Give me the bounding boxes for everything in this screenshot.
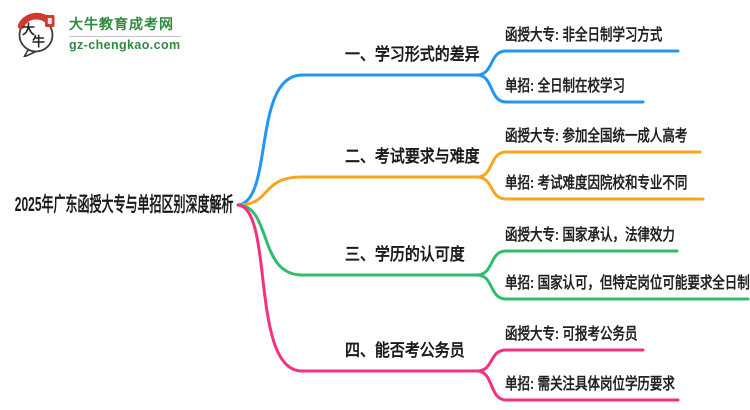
branch-3-child-1-label[interactable]: 函授大专: 国家承认，法律效力 <box>505 227 675 244</box>
branch-1-label[interactable]: 一、学习形式的差异 <box>345 45 480 64</box>
branch-1-child-1-label[interactable]: 函授大专: 非全日制学习方式 <box>505 27 663 44</box>
logo-divider <box>69 36 181 37</box>
branch-2-child-1-label[interactable]: 函授大专: 参加全国统一成人高考 <box>505 128 688 145</box>
branch-3-child-2-label[interactable]: 单招: 国家认可，但特定岗位可能要求全日制 <box>505 275 750 292</box>
logo-seal-glyph <box>47 18 52 24</box>
branch-4-child-2-label[interactable]: 单招: 需关注具体岗位学历要求 <box>505 376 675 393</box>
branch-1-child-2-label[interactable]: 单招: 全日制在校学习 <box>505 78 625 95</box>
site-logo[interactable]: 大 牛 大牛教育成考网 gz-chengkao.com <box>14 9 181 57</box>
branch-4-child-1-label[interactable]: 函授大专: 可报考公务员 <box>505 326 638 343</box>
branch-1-link <box>236 49 680 207</box>
site-domain: gz-chengkao.com <box>69 38 181 52</box>
branch-2-label[interactable]: 二、考试要求与难度 <box>345 147 480 166</box>
branch-2-child-2-label[interactable]: 单招: 考试难度因院校和专业不同 <box>505 175 688 192</box>
branch-2-link <box>236 150 705 207</box>
logo-char-niu: 牛 <box>32 34 45 49</box>
branch-3-label[interactable]: 三、学历的认可度 <box>345 245 465 264</box>
speech-bubble-tail <box>23 49 36 57</box>
branch-4-label[interactable]: 四、能否考公务员 <box>345 341 465 360</box>
logo-mark: 大 牛 <box>17 12 55 57</box>
root-topic[interactable]: 2025年广东函授大专与单招区别深度解析 <box>14 194 233 216</box>
logo-text-block: 大牛教育成考网 gz-chengkao.com <box>69 14 181 52</box>
branch-4-link <box>236 203 680 402</box>
site-name: 大牛教育成考网 <box>69 16 174 32</box>
logo-char-da: 大 <box>22 22 35 37</box>
branch-3-link <box>236 203 750 301</box>
